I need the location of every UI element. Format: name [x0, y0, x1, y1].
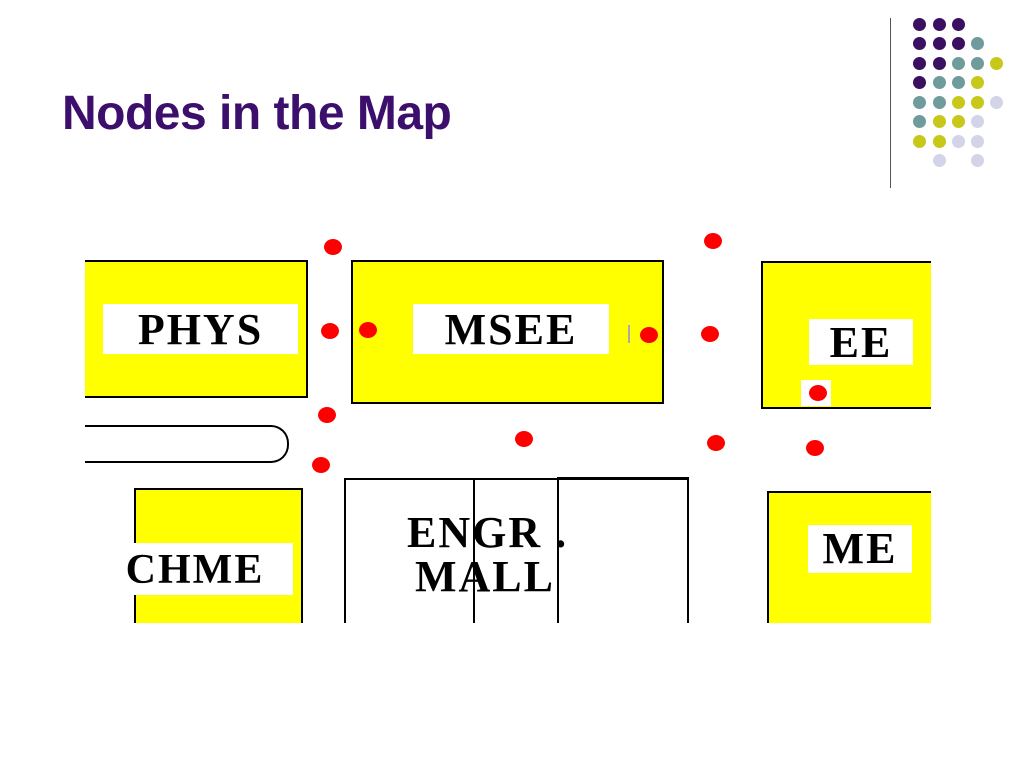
campus-map: PHYS MSEE EE CHME ENGR . MALL ME	[85, 228, 931, 623]
decorative-dot	[970, 95, 984, 109]
decorative-dot	[912, 76, 926, 89]
map-node	[640, 327, 658, 343]
decorative-dot	[951, 17, 965, 31]
decorative-dot	[932, 95, 946, 109]
decorative-dot	[932, 37, 946, 50]
map-node	[321, 323, 339, 339]
map-node	[806, 440, 824, 456]
decorative-dot	[932, 134, 946, 148]
decorative-dot	[951, 134, 965, 148]
walkway	[85, 425, 289, 463]
decorative-dot	[970, 37, 984, 50]
decorative-dot	[932, 76, 946, 89]
decorative-dot	[951, 56, 965, 70]
building-label-ee: EE	[809, 319, 913, 365]
decorative-dot	[912, 56, 926, 70]
building-chme: CHME	[97, 488, 303, 623]
decorative-dot	[951, 95, 965, 109]
map-node	[809, 385, 827, 401]
decorative-dot	[912, 115, 926, 128]
decorative-dot	[912, 95, 926, 109]
building-me: ME	[767, 491, 931, 623]
building-label-phys: PHYS	[103, 304, 298, 354]
building-engr-mall-annex	[557, 477, 689, 623]
decorative-dot	[989, 56, 1003, 70]
building-label-chme: CHME	[97, 543, 293, 595]
decorative-dot	[912, 17, 926, 31]
map-node	[318, 407, 336, 423]
building-label-msee: MSEE	[413, 304, 609, 354]
building-label-mall: MALL	[415, 552, 555, 601]
map-node	[312, 457, 330, 473]
decorative-dot	[932, 154, 946, 167]
map-node	[359, 322, 377, 338]
building-engr-mall	[344, 478, 689, 623]
building-label-engr: ENGR .	[407, 508, 569, 557]
building-label-me: ME	[808, 525, 912, 573]
mall-divider	[473, 478, 475, 623]
decorative-dot	[970, 134, 984, 148]
building-phys: PHYS	[85, 260, 308, 398]
decorative-dot	[932, 17, 946, 31]
map-node	[707, 435, 725, 451]
decorative-dot	[951, 37, 965, 50]
decorative-dot	[970, 56, 984, 70]
decorative-dot	[970, 76, 984, 89]
decorative-dot-grid	[0, 0, 1024, 200]
doorway-mark	[628, 325, 630, 343]
slide-title: Nodes in the Map	[62, 87, 452, 140]
map-node	[701, 326, 719, 342]
building-ee: EE	[761, 261, 931, 409]
decorative-dot	[951, 115, 965, 128]
map-node	[515, 431, 533, 447]
title-divider	[890, 18, 891, 188]
decorative-dot	[932, 56, 946, 70]
map-node	[324, 239, 342, 255]
decorative-dot	[989, 95, 1003, 109]
decorative-dot	[912, 134, 926, 148]
map-node	[704, 233, 722, 249]
decorative-dot	[970, 115, 984, 128]
building-msee: MSEE	[351, 260, 664, 404]
decorative-dot	[932, 115, 946, 128]
decorative-dot	[951, 76, 965, 89]
decorative-dot	[970, 154, 984, 167]
decorative-dot	[912, 37, 926, 50]
